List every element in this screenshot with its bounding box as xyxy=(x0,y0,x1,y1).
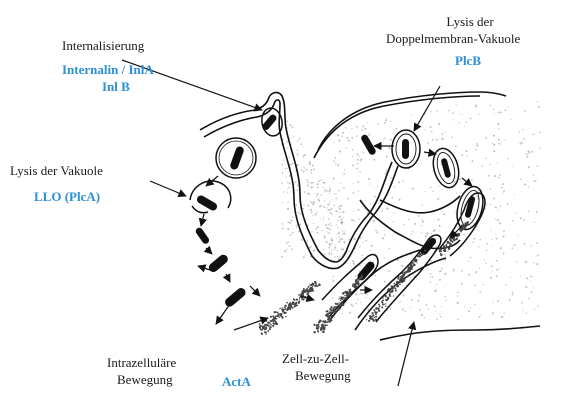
arrow-path-6 xyxy=(216,304,230,324)
bacterium-in-vacuole xyxy=(229,145,245,170)
bacterium-vacuole-2 xyxy=(441,158,452,179)
label-lysis-der-vakuole: Lysis der Vakuole xyxy=(10,163,103,179)
arrow-path-7 xyxy=(198,266,210,270)
arrow-vac-3 xyxy=(462,178,472,186)
arrow-lysis-vacuole xyxy=(150,181,186,196)
arrows xyxy=(122,60,472,386)
arrow-cell-to-cell-spread xyxy=(398,322,414,386)
label-intrazellulaere: Intrazelluläre xyxy=(107,355,176,371)
label-zell-zu-zell: Zell-zu-Zell- xyxy=(282,351,349,367)
label-internalisierung: Internalisierung xyxy=(62,38,144,54)
protrusion-tubes xyxy=(322,193,485,322)
arrow-path-2 xyxy=(201,214,204,226)
bacterium-escaping xyxy=(195,194,218,212)
label-inlb: Inl B xyxy=(102,79,130,95)
arrow-path-3 xyxy=(206,248,212,254)
bacterium-in-neighbour xyxy=(360,133,377,156)
label-bewegung-zell: Bewegung xyxy=(295,368,351,384)
bacterium-entering xyxy=(261,113,278,131)
bacterium-vacuole-1 xyxy=(402,139,409,159)
label-bewegung-intra: Bewegung xyxy=(117,372,173,388)
bacterium-dividing-1 xyxy=(207,253,230,274)
bacterium-free xyxy=(194,226,210,245)
label-internalin-inla: Internalin / InlA xyxy=(62,62,154,78)
label-doppelmembran-vakuole: Doppelmembran-Vakuole xyxy=(386,31,520,47)
label-acta: ActA xyxy=(222,374,251,390)
bacterium-vacuole-3 xyxy=(464,196,475,219)
label-plcb: PlcB xyxy=(455,53,481,69)
bacterium-dividing-2 xyxy=(223,286,247,308)
label-llo-plca: LLO (PlcA) xyxy=(34,189,100,205)
label-lysis-der: Lysis der xyxy=(430,14,510,30)
left-cell-membrane xyxy=(200,93,398,269)
right-cell-membrane xyxy=(314,92,540,340)
arrow-lysis-double-membrane xyxy=(414,86,440,131)
left-cell-stipple xyxy=(281,120,346,260)
arrow-path-4 xyxy=(226,274,230,282)
arrow-path-5 xyxy=(250,286,260,296)
